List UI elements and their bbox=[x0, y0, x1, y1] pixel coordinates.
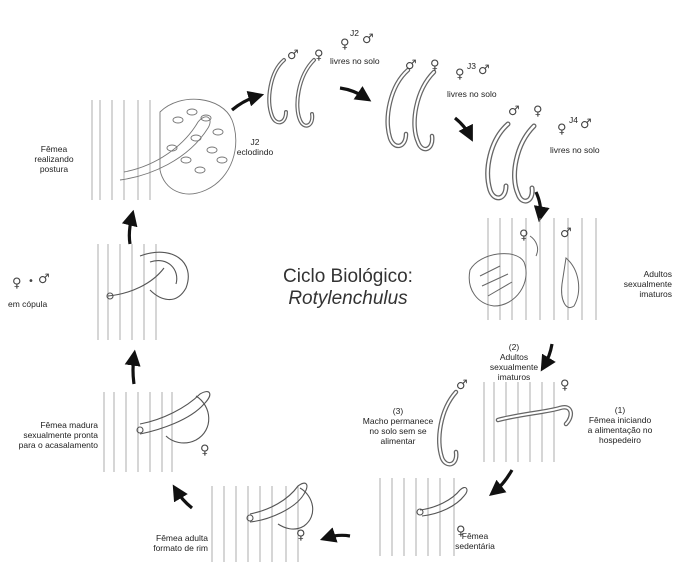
j2-free-label: livres no solo bbox=[330, 56, 380, 66]
arrow-kidney-to-mature bbox=[172, 484, 194, 510]
female-symbol: ♀ bbox=[557, 122, 567, 137]
male-symbol: ♂ bbox=[580, 117, 592, 132]
sedentary-label: Fêmea sedentária bbox=[455, 531, 495, 551]
j3-code: J3 bbox=[467, 61, 476, 71]
j4-free-label: livres no solo bbox=[550, 145, 600, 155]
female-symbol: ♀ bbox=[200, 443, 210, 458]
j4-code: J4 bbox=[569, 115, 578, 125]
diagram-title: Ciclo Biológico: Rotylenchulus bbox=[248, 266, 448, 310]
adults-immature-label: Adultos sexualmente imaturos bbox=[623, 269, 672, 299]
copula-separator: • bbox=[28, 276, 34, 287]
male-symbol: ♂ bbox=[456, 378, 468, 393]
female-symbol: ♀ bbox=[296, 528, 306, 543]
female-symbol: ♀ bbox=[533, 104, 543, 119]
female-symbol: ♀ bbox=[519, 228, 529, 243]
cycle-arrows bbox=[121, 86, 556, 543]
j3-free-label: livres no solo bbox=[447, 89, 497, 99]
female-symbol: ♀ bbox=[340, 37, 350, 52]
female-symbol: ♀ bbox=[560, 378, 570, 393]
female-symbol: ♀ bbox=[12, 276, 22, 291]
copula-label: em cópula bbox=[8, 299, 48, 309]
adults-immature-2-label: (2) Adultos sexualmente imaturos bbox=[489, 342, 539, 382]
laying-label: Fêmea realizando postura bbox=[34, 144, 74, 174]
kidney-label: Fêmea adulta formato de rim bbox=[153, 533, 208, 553]
root-copula bbox=[97, 244, 157, 340]
female-symbol: ♀ bbox=[456, 524, 466, 539]
male-symbol: ♂ bbox=[478, 63, 490, 78]
female-symbol: ♀ bbox=[430, 58, 440, 73]
root-kidney bbox=[211, 486, 299, 562]
root-feeding bbox=[483, 382, 555, 462]
arrow-j2-to-j3 bbox=[339, 86, 372, 102]
female-feeding-label: (1) Fêmea iniciando a alimentação no hos… bbox=[587, 405, 653, 445]
male-symbol: ♂ bbox=[362, 32, 374, 47]
title-line1: Ciclo Biológico: bbox=[283, 266, 413, 287]
adults-drawing bbox=[468, 235, 580, 308]
mature-drawing bbox=[136, 391, 211, 444]
arrow-feeding-to-sedentary bbox=[489, 469, 514, 496]
feeding-worm bbox=[495, 404, 574, 427]
arrow-j3-to-j4 bbox=[453, 116, 473, 142]
root-laying bbox=[91, 100, 151, 200]
arrow-j4-to-adults bbox=[533, 191, 550, 223]
male-soil-label: (3) Macho permanece no solo sem se alime… bbox=[362, 406, 434, 446]
root-sedentary bbox=[379, 478, 455, 556]
female-symbol: ♀ bbox=[314, 48, 324, 63]
female-symbol: ♀ bbox=[455, 67, 465, 82]
mature-label: Fêmea madura sexualmente pronta para o a… bbox=[18, 420, 98, 450]
j2-code: J2 bbox=[350, 28, 359, 38]
title-line2: Rotylenchulus bbox=[288, 288, 408, 309]
arrow-hatch-to-j2 bbox=[230, 90, 265, 112]
male-symbol: ♂ bbox=[38, 272, 50, 287]
egg-mass bbox=[119, 98, 237, 195]
copula-drawing bbox=[106, 251, 189, 301]
arrow-adults-to-split bbox=[540, 343, 556, 372]
arrow-sedentary-to-kidney bbox=[319, 527, 351, 543]
male-symbol: ♂ bbox=[287, 48, 299, 63]
kidney-drawing bbox=[246, 482, 314, 530]
sedentary-drawing bbox=[416, 487, 468, 517]
male-symbol: ♂ bbox=[405, 58, 417, 73]
male-symbol: ♂ bbox=[560, 226, 572, 241]
arrow-mature-to-copula bbox=[124, 349, 141, 385]
arrow-copula-to-laying bbox=[121, 209, 138, 245]
hatching-label: J2 eclodindo bbox=[236, 137, 274, 157]
male-symbol: ♂ bbox=[508, 104, 520, 119]
